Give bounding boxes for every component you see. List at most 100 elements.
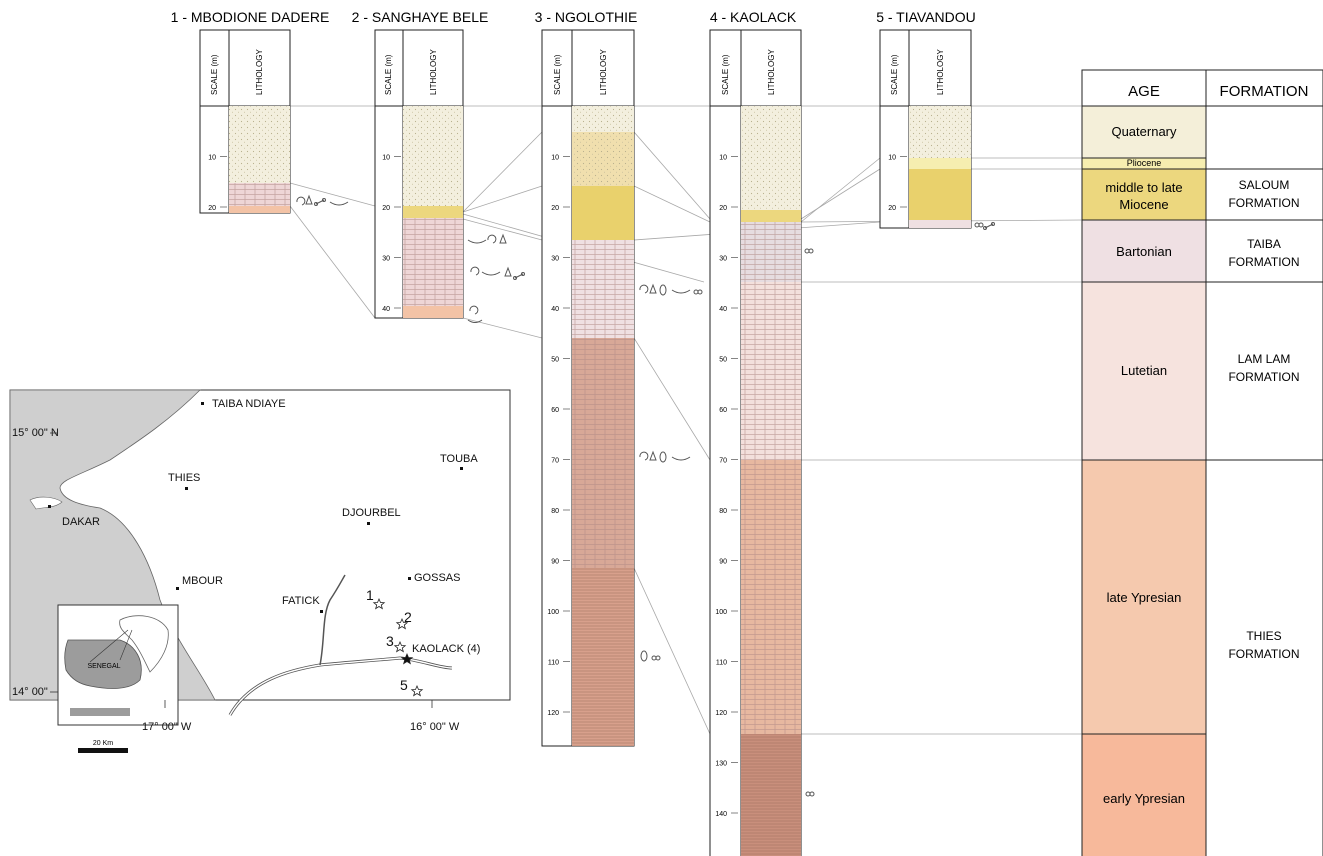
section-title-2: 2 - SANGHAYE BELE — [352, 9, 489, 25]
scale-tick-label: 20 — [382, 205, 390, 212]
inset-country-label: SENEGAL — [87, 663, 120, 670]
age-label-lutetian: Lutetian — [1121, 363, 1167, 378]
scale-tick-label: 60 — [719, 407, 727, 414]
town-marker-taiba — [201, 402, 204, 405]
fossil-bivalve-icon — [504, 266, 512, 277]
age-label-pliocene: Pliocene — [1127, 158, 1162, 168]
fossil-gastropod-icon — [639, 284, 649, 294]
age-band-lutetian — [1082, 282, 1206, 460]
town-label-kaolack: KAOLACK (4) — [412, 643, 480, 655]
scale-tick-label: 10 — [382, 155, 390, 162]
fossil-coral-icon — [805, 791, 815, 797]
fossil-coral-icon — [693, 289, 703, 295]
scale-tick-label: 120 — [547, 710, 559, 717]
scale-tick-label: 50 — [551, 357, 559, 364]
location-map: SENEGAL 20 Km TAIBA NDIAYE THIES DAKAR M… — [9, 389, 511, 753]
age-band-bartonian — [1082, 220, 1206, 282]
scale-tick-label: 140 — [715, 811, 727, 818]
scale-tick-label: 10 — [551, 155, 559, 162]
section-column-3: 3 - NGOLOTHIE SCALE (m) LITHOLOGY 10 20 30… — [535, 9, 638, 747]
fossil-tooth-icon — [467, 319, 483, 323]
section-title-3: 3 - NGOLOTHIE — [535, 9, 638, 25]
lithology-header: LITHOLOGY — [429, 49, 438, 95]
scale-tick-label: 20 — [888, 205, 896, 212]
scale-tick-label: 20 — [208, 205, 216, 212]
africa-outline — [119, 615, 169, 673]
town-label-taiba: TAIBA NDIAYE — [212, 398, 286, 410]
scale-tick-label: 80 — [551, 508, 559, 515]
scale-tick-label: 20 — [719, 205, 727, 212]
town-marker-touba — [460, 467, 463, 470]
fossil-coral-icon — [974, 222, 984, 228]
scale-header: SCALE (m) — [890, 54, 899, 95]
cape-verde-peninsula — [29, 496, 63, 510]
scale-tick-label: 10 — [888, 155, 896, 162]
site-star-2 — [395, 617, 409, 630]
fossil-echinoid-icon — [659, 284, 667, 296]
scale-tick-label: 40 — [551, 306, 559, 313]
scale-header: SCALE (m) — [384, 54, 393, 95]
town-label-dakar: DAKAR — [62, 516, 100, 528]
town-marker-djourbel — [367, 522, 370, 525]
scale-tick-label: 30 — [551, 256, 559, 263]
scale-tick-label: 70 — [719, 458, 727, 465]
section-column-2: 2 - SANGHAYE BELE SCALE (m) LITHOLOGY 10… — [352, 9, 489, 319]
lithology-header: LITHOLOGY — [936, 49, 945, 95]
lon-label-16: 16° 00" W — [410, 721, 460, 733]
scale-header: SCALE (m) — [553, 54, 562, 95]
site-star-1 — [372, 597, 386, 610]
fossil-echinoid-icon — [640, 650, 648, 662]
age-band-early-ypresian — [1082, 734, 1206, 856]
town-label-djourbel: DJOURBEL — [342, 507, 401, 519]
fossil-bone-icon — [513, 272, 525, 280]
section-title-1: 1 - MBODIONE DADERE — [171, 9, 330, 25]
scale-tick-label: 10 — [719, 155, 727, 162]
town-label-mbour: MBOUR — [182, 575, 223, 587]
scale-tick-label: 100 — [547, 609, 559, 616]
fossil-bone-icon — [314, 198, 326, 206]
fossil-gastropod-icon — [470, 266, 480, 276]
age-header: AGE — [1128, 83, 1160, 100]
scale-tick-label: 30 — [719, 256, 727, 263]
senegal-shape — [64, 639, 142, 689]
scale-tick-label: 50 — [719, 357, 727, 364]
town-marker-gossas — [408, 577, 411, 580]
fossil-echinoid-icon — [659, 451, 667, 463]
inset-map: SENEGAL — [57, 604, 179, 726]
age-band-late-ypresian — [1082, 460, 1206, 734]
age-band-quaternary — [1082, 106, 1206, 158]
scale-ticks-1: 10 20 — [208, 155, 227, 212]
scale-tick-label: 10 — [208, 155, 216, 162]
site-star-3 — [393, 640, 407, 653]
lat-label-14: 14° 00" — [12, 686, 48, 698]
fossil-tooth-icon — [467, 239, 487, 244]
fossil-tooth-icon — [329, 201, 349, 206]
scale-bar — [78, 748, 128, 753]
town-label-thies: THIES — [168, 472, 200, 484]
fossil-tooth-icon — [671, 289, 691, 294]
fossil-symbols — [296, 194, 995, 797]
town-label-touba: TOUBA — [440, 453, 478, 465]
scale-tick-label: 110 — [548, 660, 559, 667]
scale-tick-label: 20 — [551, 205, 559, 212]
fossil-tooth-icon — [481, 271, 501, 276]
age-label-late-ypresian: late Ypresian — [1107, 590, 1182, 605]
town-marker-thies — [185, 487, 188, 490]
scale-header: SCALE (m) — [721, 54, 730, 95]
lithology-header: LITHOLOGY — [599, 49, 608, 95]
scale-tick-label: 100 — [715, 609, 727, 616]
scale-tick-label: 40 — [382, 306, 390, 313]
age-band-pliocene — [1082, 158, 1206, 169]
site-label-1: 1 — [366, 587, 374, 603]
age-label-quaternary: Quaternary — [1111, 124, 1177, 139]
age-band-miocene — [1082, 169, 1206, 220]
scale-tick-label: 120 — [715, 710, 727, 717]
scale-tick-label: 90 — [719, 559, 727, 566]
site-label-2: 2 — [404, 609, 412, 625]
fossil-bivalve-icon — [499, 233, 507, 244]
fossil-gastropod-icon — [296, 196, 306, 206]
